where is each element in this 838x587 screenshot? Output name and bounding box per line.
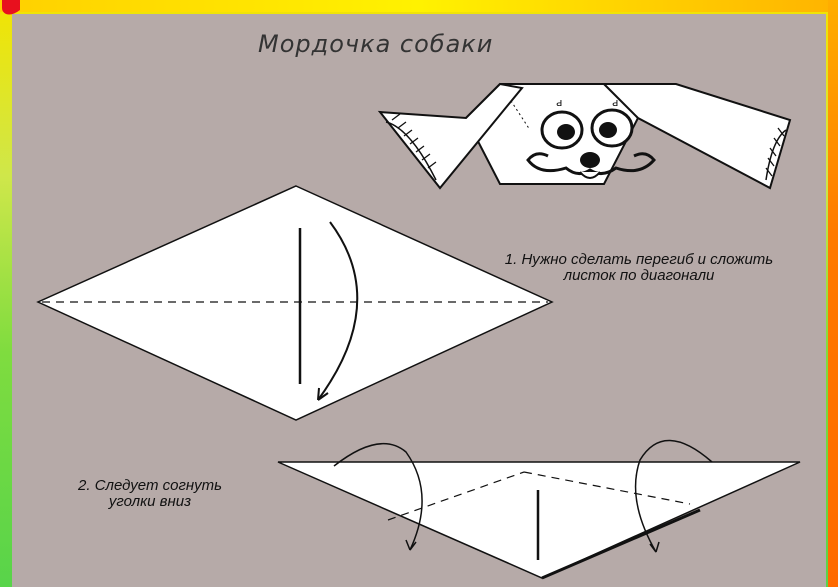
- step-1-text: 1. Нужно сделать перегиб и сложить листо…: [486, 252, 792, 284]
- step-2-number: 2.: [78, 477, 91, 494]
- step1-diamond: [38, 186, 552, 420]
- step-2-text: 2. Следует согнуть уголки вниз: [60, 478, 240, 510]
- step2-triangle: [278, 440, 800, 578]
- svg-text:ԁ: ԁ: [612, 96, 618, 109]
- dog-face-icon: ԁ ԁ: [380, 84, 790, 188]
- step-1-description: Нужно сделать перегиб и сложить листок п…: [521, 251, 773, 284]
- svg-text:ԁ: ԁ: [556, 96, 562, 109]
- step-2-description: Следует согнуть уголки вниз: [95, 477, 222, 510]
- step-1-number: 1.: [505, 251, 518, 268]
